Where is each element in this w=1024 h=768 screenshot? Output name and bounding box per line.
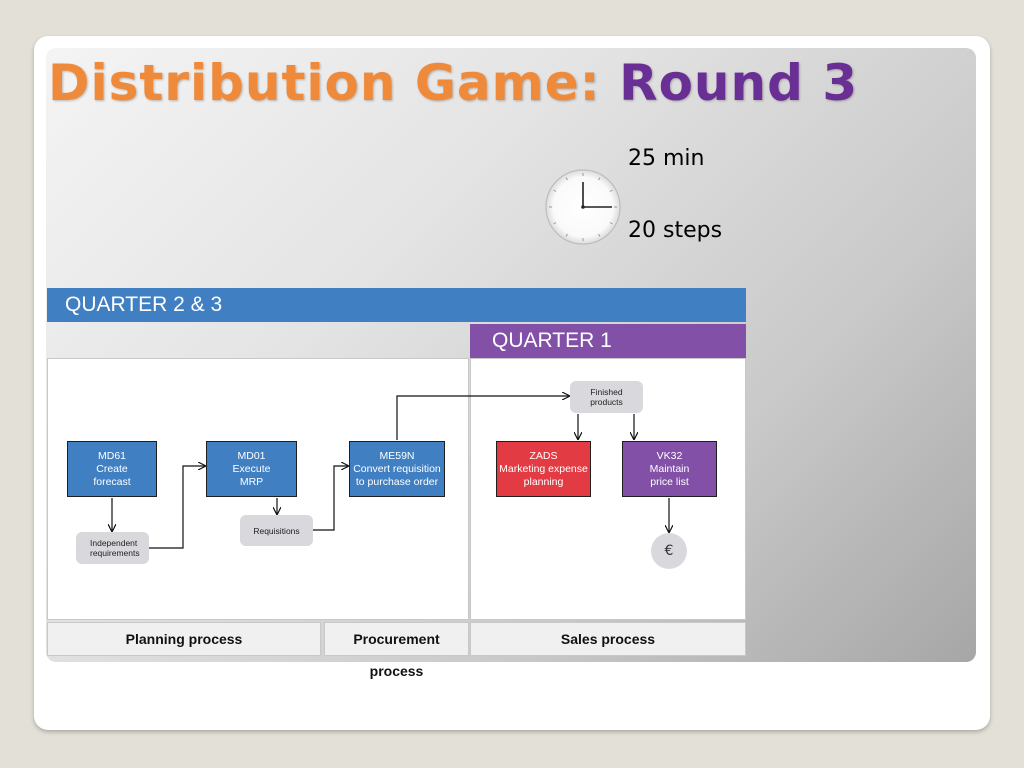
zads-marketing-expense-box: ZADS Marketing expense planning — [496, 441, 591, 497]
vk32-maintain-price-list-box: VK32 Maintain price list — [622, 441, 717, 497]
sales-process-label: Sales process — [470, 622, 746, 656]
arrow-independent-to-md01 — [149, 466, 205, 549]
md61-code: MD61 — [97, 449, 126, 462]
flow-arrows — [47, 288, 746, 549]
me59n-code: ME59N — [379, 449, 415, 462]
slide-title: Distribution Game: Round 3 — [48, 54, 858, 112]
md61-line1: Create — [96, 462, 128, 475]
vk32-line1: Maintain — [649, 462, 690, 475]
quarter-2-3-header: QUARTER 2 & 3 — [47, 288, 746, 322]
process-diagram: QUARTER 2 & 3 QUARTER 1 MD61 Create fore… — [47, 288, 746, 679]
arrow-requisitions-to-me59n — [313, 466, 348, 531]
clock-icon — [545, 169, 621, 245]
me59n-convert-requisition-box: ME59N Convert requisition to purchase or… — [349, 441, 445, 497]
steps-label: 20 steps — [628, 218, 723, 243]
requisitions-label: Requisitions — [253, 525, 300, 536]
euro-icon: € — [651, 533, 687, 569]
zads-code: ZADS — [529, 449, 558, 462]
zads-line1: Marketing expense — [499, 462, 588, 475]
procurement-process-label: Procurement process — [324, 622, 469, 679]
independent-line1: Independent — [90, 538, 138, 548]
time-label: 25 min — [628, 146, 705, 171]
title-main: Distribution Game: — [48, 54, 620, 112]
md01-execute-mrp-box: MD01 Execute MRP — [206, 441, 297, 497]
planning-process-label: Planning process — [47, 622, 321, 656]
md61-create-forecast-box: MD61 Create forecast — [67, 441, 157, 497]
me59n-line2: to purchase order — [355, 475, 439, 488]
vk32-line2: price list — [650, 475, 689, 488]
md01-line1: Execute — [232, 462, 271, 475]
zads-line2: planning — [523, 475, 564, 488]
finished-line1: Finished — [590, 387, 623, 397]
requisitions-doc: Requisitions — [240, 515, 313, 546]
finished-products-doc: Finished products — [570, 381, 643, 413]
vk32-code: VK32 — [656, 449, 683, 462]
independent-requirements-doc: Independent requirements — [76, 532, 149, 564]
me59n-line1: Convert requisition — [353, 462, 441, 475]
independent-line2: requirements — [90, 548, 140, 558]
finished-line2: products — [590, 397, 623, 407]
md01-line2: MRP — [239, 475, 264, 488]
quarter-1-header: QUARTER 1 — [470, 324, 746, 358]
title-round: Round 3 — [619, 54, 859, 112]
md61-line2: forecast — [93, 475, 131, 488]
arrow-me59n-to-finished — [396, 396, 569, 440]
md01-code: MD01 — [237, 449, 266, 462]
